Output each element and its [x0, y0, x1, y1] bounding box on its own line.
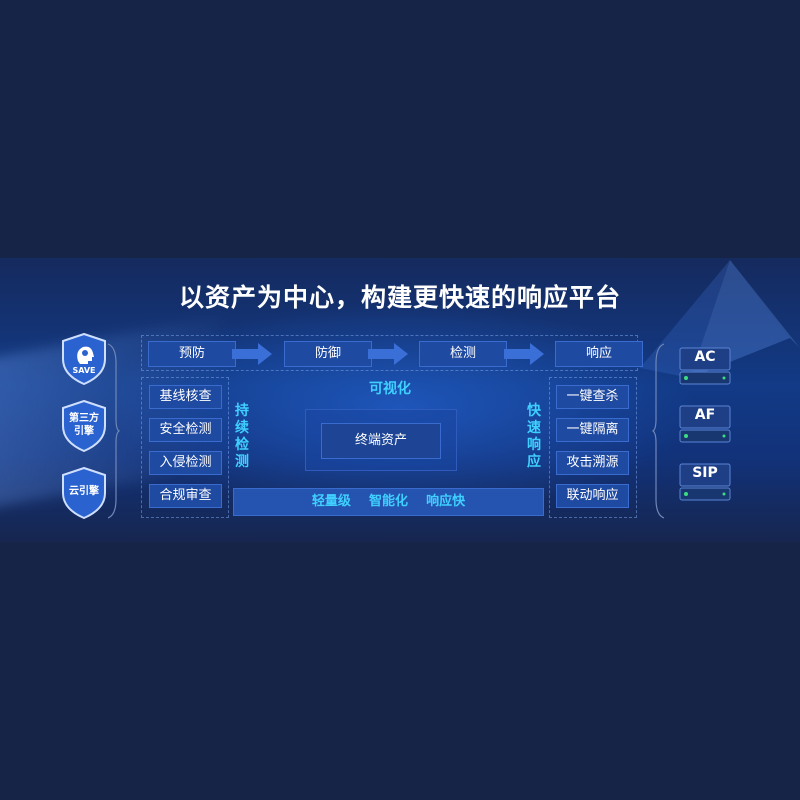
arrow-right-icon — [232, 343, 272, 365]
device-ac: AC — [679, 347, 731, 387]
left-column-frame — [141, 377, 229, 518]
left-brace — [107, 343, 120, 519]
page-title: 以资产为中心，构建更快速的响应平台 — [178, 283, 621, 312]
continuous-detection-label: 持 续 检 测 — [235, 403, 249, 470]
engine-save: SAVE — [61, 333, 107, 385]
server-icon — [679, 347, 731, 385]
arrow-right-icon — [368, 343, 408, 365]
visualization-label: 可视化 — [369, 381, 411, 397]
server-icon — [679, 405, 731, 443]
stage-defend: 防御 — [284, 341, 372, 367]
features-bar: 轻量级 智能化 响应快 — [233, 488, 544, 516]
right-item-one-click-isolate: 一键隔离 — [556, 418, 629, 442]
right-column-frame — [549, 377, 637, 518]
stage-prevent: 预防 — [148, 341, 236, 367]
server-icon — [679, 463, 731, 501]
feature-fast-response: 响应快 — [426, 494, 466, 509]
brain-head-icon — [77, 346, 94, 364]
stage-respond: 响应 — [555, 341, 643, 367]
right-item-attack-trace: 攻击溯源 — [556, 451, 629, 475]
device-af: AF — [679, 405, 731, 445]
right-item-linked-response: 联动响应 — [556, 484, 629, 508]
left-item-intrusion-detect: 入侵检测 — [149, 451, 222, 475]
endpoint-assets-box: 终端资产 — [321, 423, 441, 459]
right-item-one-click-kill: 一键查杀 — [556, 385, 629, 409]
left-item-baseline: 基线核查 — [149, 385, 222, 409]
feature-lightweight: 轻量级 — [311, 494, 351, 509]
stage-detect: 检测 — [419, 341, 507, 367]
feature-intelligent: 智能化 — [368, 494, 408, 509]
engine-cloud: 云引擎 — [61, 467, 107, 519]
left-item-compliance: 合规审查 — [149, 484, 222, 508]
engine-third-party: 第三方 引擎 — [61, 400, 107, 452]
fast-response-label: 快 速 响 应 — [527, 403, 541, 470]
device-sip: SIP — [679, 463, 731, 503]
right-brace — [652, 343, 665, 519]
left-item-security-check: 安全检测 — [149, 418, 222, 442]
arrow-right-icon — [504, 343, 544, 365]
